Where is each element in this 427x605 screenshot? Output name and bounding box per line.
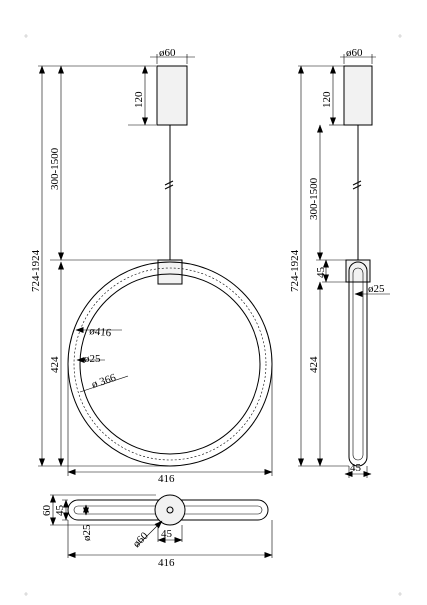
front-inner-diameter-label: ø 366 [90,372,118,391]
side-tube-outer [348,261,368,467]
side-canopy [343,65,373,126]
front-width-label: 416 [158,473,175,485]
front-ring-tube-center [73,267,267,461]
side-connector-block [345,259,371,283]
top-canopy-disk [154,494,186,526]
page-corner-marks [24,34,402,596]
front-ring-height-label: 424 [49,356,61,373]
top-canopy-center [166,506,174,514]
front-canopy [156,65,188,126]
side-canopy-height-label: 120 [321,91,333,108]
side-block-height-label: 45 [315,267,327,279]
front-outer-diameter-label: ø416 [89,325,113,339]
top-tube-diameter-label: ø25 [81,524,93,541]
side-total-height-label: 724-1924 [289,249,301,292]
side-ring-height-label: 424 [308,356,320,373]
top-height-label: 60 [41,505,53,517]
side-canopy-diameter-label: ø60 [346,47,363,59]
front-cable-break [164,180,174,190]
side-cable-length-label: 300-1500 [308,177,320,220]
front-tube-diameter-label: ø25 [84,353,101,365]
top-width-label: 416 [158,557,175,569]
top-block-depth-label: 45 [161,528,173,540]
top-depth-label: 45 [54,505,66,517]
side-tube-inner [352,267,364,461]
front-ring-inner [79,273,261,455]
side-view: ø60 120 300-1500 724-1924 45 ø25 424 45 [289,47,390,478]
front-cable-length-label: 300-1500 [49,147,61,190]
front-connector-block [157,259,183,285]
front-canopy-height-label: 120 [133,91,145,108]
front-canopy-diameter-label: ø60 [159,47,176,59]
side-cable-break [352,180,362,190]
front-view: ø60 120 300-1500 724-1924 424 ø416 ø25 ø… [30,47,273,485]
side-depth-label: 45 [350,462,362,474]
front-total-height-label: 724-1924 [30,249,42,292]
side-tube-diameter-label: ø25 [368,283,385,295]
top-canopy-diameter-label: ø60 [131,530,152,551]
top-view: 60 45 ø25 ø60 45 416 [41,494,273,569]
